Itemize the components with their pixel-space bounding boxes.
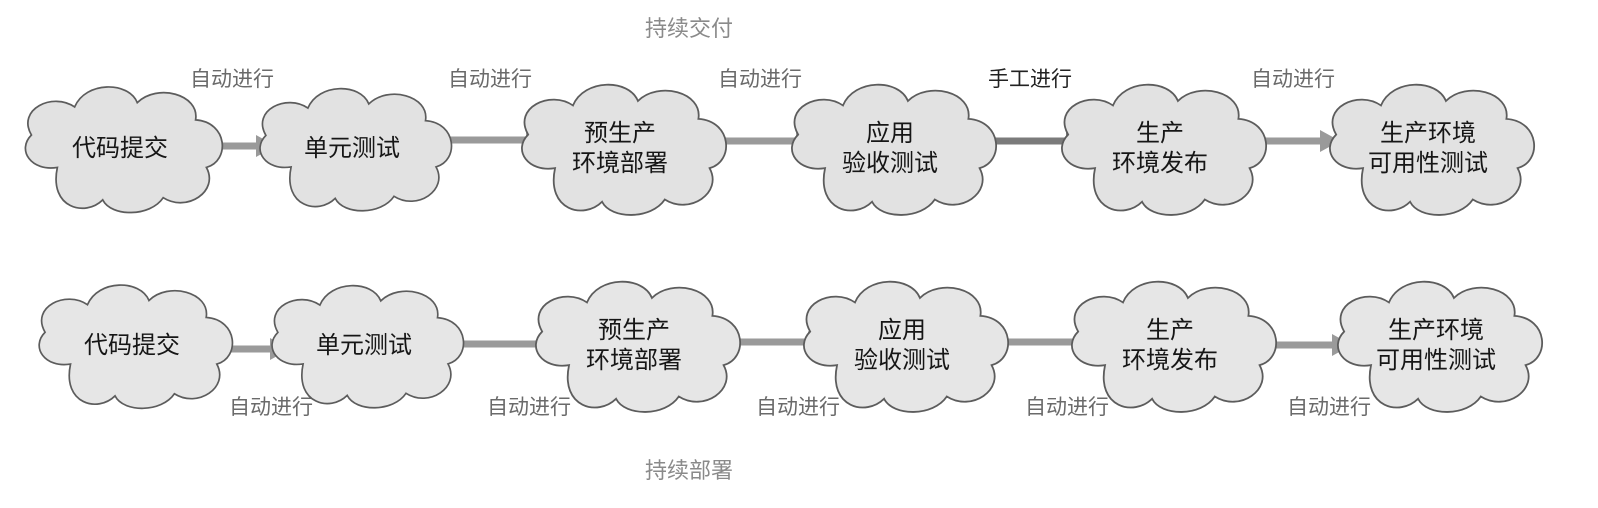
stage-label: 环境发布 <box>1112 149 1208 177</box>
stage-label: 单元测试 <box>316 331 412 359</box>
stage-label: 预生产 <box>598 316 670 344</box>
transition-label: 自动进行 <box>1025 395 1109 419</box>
stage-label: 环境部署 <box>572 149 668 177</box>
stage-label: 可用性测试 <box>1376 346 1496 374</box>
stage-label: 验收测试 <box>854 346 950 374</box>
continuous-deployment-title: 持续部署 <box>645 459 733 484</box>
stage-node: 单元测试 <box>271 284 465 409</box>
continuous-deployment-row: 自动进行自动进行自动进行自动进行自动进行 代码提交单元测试预生产环境部署应用验收… <box>38 280 1544 484</box>
transition-label: 自动进行 <box>229 395 313 419</box>
transition-label: 自动进行 <box>1251 67 1335 91</box>
stage-node: 单元测试 <box>259 87 453 212</box>
transition-label: 自动进行 <box>487 395 571 419</box>
stage-node: 代码提交 <box>38 284 234 410</box>
stage-label: 生产环境 <box>1388 316 1484 344</box>
stage-label: 应用 <box>866 119 914 147</box>
transition-label: 自动进行 <box>718 67 802 91</box>
stage-label: 生产环境 <box>1380 119 1476 147</box>
transition-label: 自动进行 <box>448 67 532 91</box>
stage-label: 验收测试 <box>842 149 938 177</box>
transition-label: 手工进行 <box>988 67 1072 91</box>
stage-node: 代码提交 <box>24 86 224 214</box>
continuous-delivery-row: 持续交付 自动进行 自动进行 自动进行 手工进行 自动进行 代码提交 单元测试 预生产环境部… <box>24 17 1536 216</box>
stage-label: 单元测试 <box>304 134 400 162</box>
stage-label: 生产 <box>1146 316 1194 344</box>
stage-label: 生产 <box>1136 119 1184 147</box>
stage-label: 预生产 <box>584 119 656 147</box>
transition-label: 自动进行 <box>190 67 274 91</box>
transition-label: 自动进行 <box>756 395 840 419</box>
transition-arrow <box>1258 130 1340 152</box>
stage-label: 代码提交 <box>72 134 168 162</box>
stage-label: 代码提交 <box>84 331 180 359</box>
stage-label: 应用 <box>878 316 926 344</box>
continuous-delivery-title: 持续交付 <box>645 17 733 42</box>
arrow-head <box>1320 130 1340 152</box>
stage-label: 可用性测试 <box>1368 149 1488 177</box>
stage-label: 环境发布 <box>1122 346 1218 374</box>
stage-label: 环境部署 <box>586 346 682 374</box>
transition-label: 自动进行 <box>1287 395 1371 419</box>
